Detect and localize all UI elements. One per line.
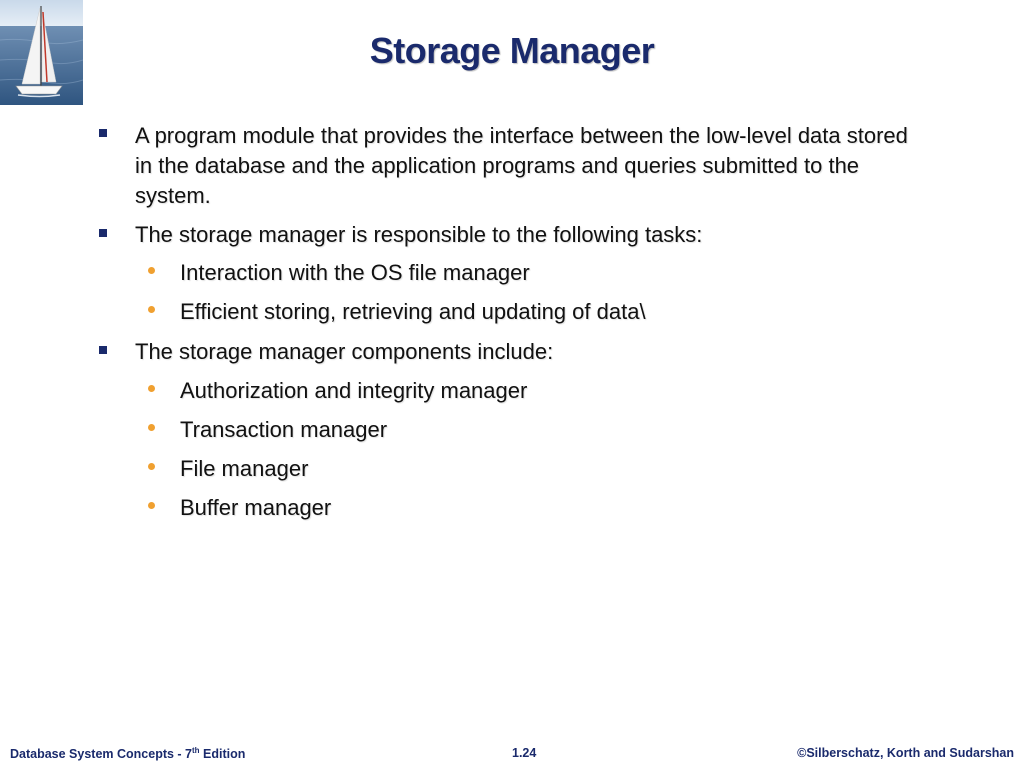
bullet-item-1: A program module that provides the inter… bbox=[135, 123, 908, 208]
round-bullet-icon bbox=[148, 463, 155, 470]
footer-page-number: 1.24 bbox=[512, 746, 537, 760]
square-bullet-icon bbox=[99, 346, 107, 354]
footer-edition-text: Edition bbox=[199, 747, 246, 761]
sub-bullet-item: Buffer manager bbox=[180, 495, 332, 520]
footer-book-title: Database System Concepts - 7th Edition bbox=[10, 746, 245, 761]
sailboat-logo bbox=[0, 0, 83, 105]
bullet-item-3: The storage manager components include: bbox=[135, 339, 554, 364]
sub-bullet-item: Interaction with the OS file manager bbox=[180, 260, 530, 285]
footer-copyright: ©Silberschatz, Korth and Sudarshan bbox=[797, 746, 1014, 760]
round-bullet-icon bbox=[148, 267, 155, 274]
footer-book-title-text: Database System Concepts - 7 bbox=[10, 747, 193, 761]
round-bullet-icon bbox=[148, 385, 155, 392]
slide-title: Storage Manager bbox=[369, 30, 655, 71]
square-bullet-icon bbox=[99, 229, 107, 237]
round-bullet-icon bbox=[148, 424, 155, 431]
sub-bullet-item: Transaction manager bbox=[180, 417, 388, 442]
round-bullet-icon bbox=[148, 306, 155, 313]
sub-bullet-item: Efficient storing, retrieving and updati… bbox=[180, 299, 646, 324]
bullet-item-2: The storage manager is responsible to th… bbox=[135, 222, 703, 247]
footer-edition-superscript: th bbox=[192, 746, 200, 755]
sub-bullet-item: File manager bbox=[180, 456, 309, 481]
square-bullet-icon bbox=[99, 129, 107, 137]
round-bullet-icon bbox=[148, 502, 155, 509]
sub-bullet-item: Authorization and integrity manager bbox=[180, 378, 528, 403]
